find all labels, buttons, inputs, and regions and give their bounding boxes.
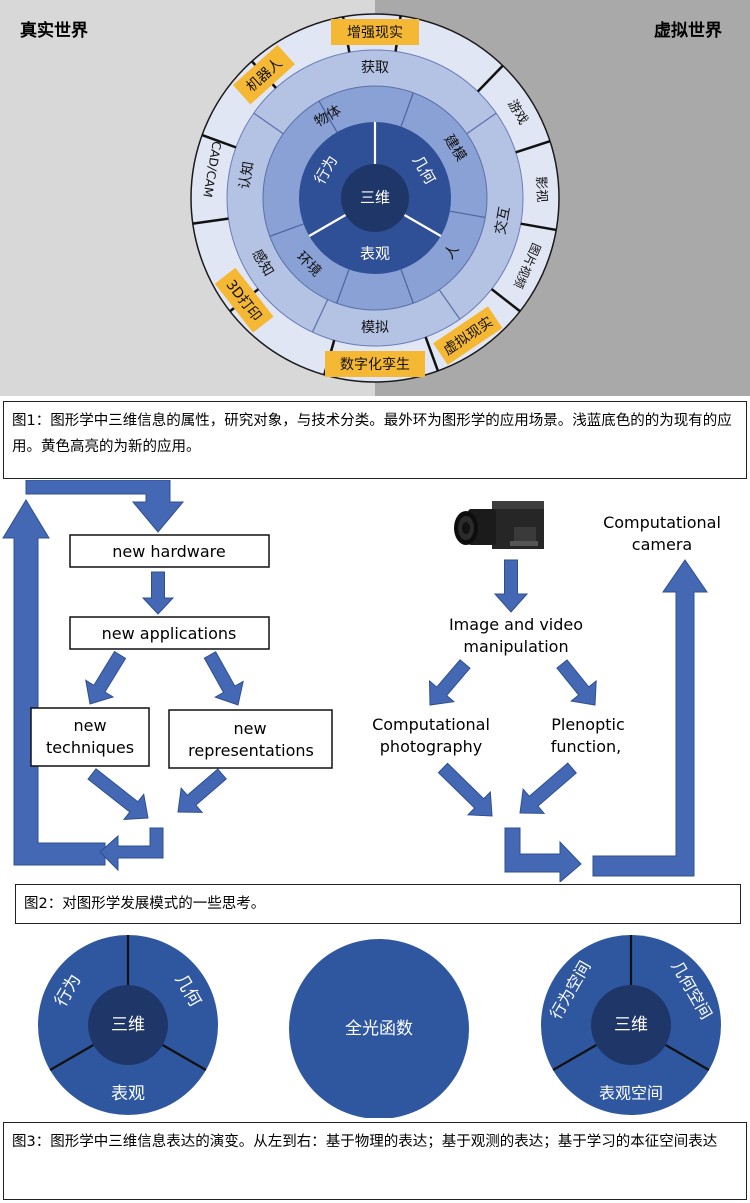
app-divider bbox=[192, 217, 229, 225]
app-divider bbox=[424, 336, 440, 372]
core-label: 三维 bbox=[360, 189, 390, 207]
flow-arrows bbox=[2, 479, 708, 884]
new-representations-box bbox=[168, 709, 333, 769]
disc-divider bbox=[665, 1044, 710, 1071]
applications-to-techniques-arrow bbox=[85, 650, 127, 705]
disc-segment-label: 表观 bbox=[111, 1084, 145, 1104]
figure3-svg: 三维行为几何表观 全光函数 三维行为空间几何空间表观空间 bbox=[38, 935, 721, 1119]
applications-to-representations-arrow bbox=[203, 651, 244, 706]
new-hardware-label: new hardware bbox=[112, 542, 226, 561]
camera-icon bbox=[454, 501, 544, 549]
new-techniques-label-line1: new bbox=[73, 716, 106, 735]
manipulation-to-plenoptic-arrow bbox=[556, 659, 597, 706]
techniques-merge-arrow bbox=[87, 768, 149, 821]
to-camera-arrow bbox=[592, 559, 708, 877]
right-elbow-arrow bbox=[504, 827, 582, 884]
technique-label: 交互 bbox=[492, 205, 514, 236]
technique-divider bbox=[466, 112, 497, 135]
technique-label: 获取 bbox=[361, 60, 389, 76]
plenoptic-merge-arrow bbox=[519, 762, 577, 814]
virtual-world-label: 虚拟世界 bbox=[654, 20, 722, 41]
new-application-label: 增强现实 bbox=[347, 25, 403, 41]
attribute-divider bbox=[308, 214, 347, 237]
app-divider bbox=[490, 288, 521, 313]
learning-based-disc: 三维行为空间几何空间表观空间 bbox=[541, 935, 721, 1115]
image-video-label-line2: manipulation bbox=[463, 637, 568, 656]
disc-core bbox=[591, 985, 671, 1065]
new-application-highlight: 增强现实 bbox=[331, 19, 419, 45]
existing-application-label: 影视 bbox=[533, 176, 549, 203]
disc-divider bbox=[162, 1044, 207, 1071]
photo-merge-arrow bbox=[437, 762, 493, 817]
merge-elbow-arrow bbox=[99, 827, 164, 872]
technique-label: 认知 bbox=[236, 160, 258, 191]
new-representations-label-line1: new bbox=[233, 719, 266, 738]
plenoptic-label-line2: function, bbox=[551, 737, 621, 756]
new-applications-box bbox=[69, 616, 270, 650]
new-application-highlight: 数字化孪生 bbox=[325, 351, 425, 377]
technique-divider bbox=[438, 289, 461, 320]
manipulation-to-photo-arrow bbox=[428, 659, 471, 706]
figure2-svg: new hardware new applications new techni… bbox=[2, 479, 721, 884]
disc-core-label: 三维 bbox=[614, 1015, 648, 1035]
plenoptic-label-line1: Plenoptic bbox=[551, 715, 625, 734]
disc-divider bbox=[552, 1044, 597, 1071]
representations-merge-arrow bbox=[177, 768, 227, 813]
figure1-svg: 真实世界 虚拟世界 增强现实虚拟现实数字化孪生3D打印机器人游戏影视图片视频CA… bbox=[0, 0, 750, 396]
new-hardware-box bbox=[69, 534, 270, 568]
object-divider bbox=[318, 100, 338, 133]
comp-camera-label-line2: camera bbox=[632, 535, 692, 554]
technique-divider bbox=[311, 299, 329, 333]
top-loop-arrow bbox=[25, 479, 185, 533]
hardware-to-applications-arrow bbox=[141, 571, 175, 615]
disc-core bbox=[88, 985, 168, 1065]
object-divider bbox=[449, 210, 486, 219]
real-world-label: 真实世界 bbox=[20, 20, 88, 41]
disc-segment-label: 表观空间 bbox=[599, 1084, 663, 1103]
camera-to-manipulation-arrow bbox=[493, 559, 529, 613]
object-divider bbox=[400, 269, 414, 304]
new-representations-label-line2: representations bbox=[188, 741, 314, 760]
new-techniques-label-line2: techniques bbox=[46, 738, 134, 757]
new-application-label: 数字化孪生 bbox=[340, 356, 410, 373]
new-applications-label: new applications bbox=[102, 624, 237, 643]
attribute-label: 表观 bbox=[360, 245, 390, 263]
app-divider bbox=[520, 222, 557, 232]
object-divider bbox=[336, 269, 350, 304]
disc-divider bbox=[49, 1044, 94, 1071]
figure3-representations: 三维行为几何表观 全光函数 三维行为空间几何空间表观空间 bbox=[0, 928, 750, 1119]
app-divider bbox=[201, 133, 237, 149]
new-techniques-box bbox=[30, 707, 150, 767]
image-video-label-line1: Image and video bbox=[449, 615, 583, 634]
disc-core-label: 三维 bbox=[111, 1015, 145, 1035]
core-circle bbox=[341, 164, 409, 232]
app-divider bbox=[515, 139, 551, 154]
object-divider bbox=[269, 223, 304, 237]
physics-based-disc: 三维行为几何表观 bbox=[38, 935, 218, 1115]
plenoptic-label: 全光函数 bbox=[345, 1019, 413, 1039]
comp-camera-label-line1: Computational bbox=[603, 513, 721, 532]
observation-based-disc: 全光函数 bbox=[289, 939, 469, 1119]
app-divider bbox=[476, 64, 504, 93]
figure3-caption: 图3：图形学中三维信息表达的演变。从左到右：基于物理的表达；基于观测的表达；基于… bbox=[3, 1122, 747, 1200]
figure1-caption: 图1：图形学中三维信息的属性，研究对象，与技术分类。最外环为图形学的应用场景。浅… bbox=[3, 401, 747, 479]
comp-photo-label-line2: photography bbox=[380, 737, 482, 756]
technique-divider bbox=[253, 112, 284, 135]
object-divider bbox=[400, 92, 414, 127]
figure2-flow-diagram: new hardware new applications new techni… bbox=[0, 479, 750, 884]
figure2-caption: 图2：对图形学发展模式的一些思考。 bbox=[15, 884, 741, 924]
plenoptic-disc bbox=[289, 939, 469, 1119]
concentric-rings: 增强现实虚拟现实数字化孪生3D打印机器人游戏影视图片视频CAD/CAM获取模拟交… bbox=[190, 13, 560, 383]
technique-label: 模拟 bbox=[361, 320, 389, 336]
attribute-divider bbox=[403, 214, 442, 237]
comp-photo-label-line1: Computational bbox=[372, 715, 490, 734]
